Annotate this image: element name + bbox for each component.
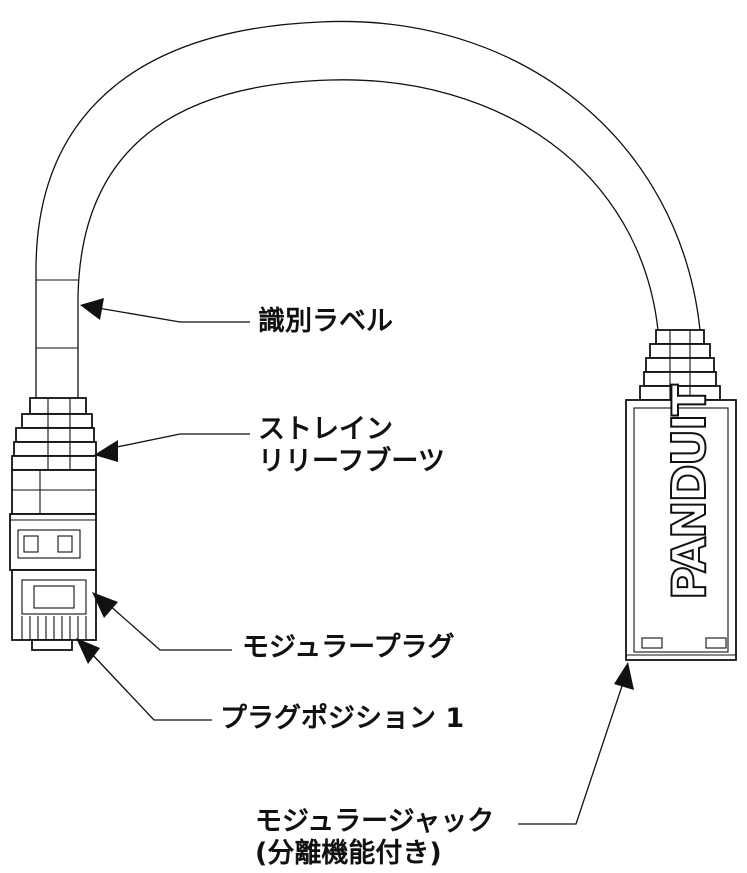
label-modular-plug: モジュラープラグ (242, 632, 455, 663)
plug-contacts (21, 616, 87, 640)
leader-modular-jack (518, 662, 634, 825)
leader-modular-plug (92, 592, 232, 651)
left-modular-plug (9, 513, 97, 651)
panduit-logo: PANDUIT (661, 383, 717, 601)
label-strain-relief-1: ストレイン (258, 414, 393, 445)
label-modular-jack-1: モジュラージャック (255, 806, 495, 837)
label-modular-jack-2: (分離機能付き) (255, 838, 442, 869)
leader-plug-position (76, 638, 212, 721)
left-strain-relief-boot (11, 397, 97, 515)
svg-text:PANDUIT: PANDUIT (662, 384, 716, 600)
right-strain-relief-boot (639, 329, 721, 401)
leader-id-label (80, 298, 250, 323)
label-strain-relief-2: リリーフブーツ (258, 446, 445, 477)
cable (35, 20, 701, 398)
label-identification: 識別ラベル (258, 306, 393, 337)
right-modular-jack (625, 399, 737, 661)
label-plug-position: プラグポジション 1 (220, 703, 465, 734)
leader-strain-relief (94, 433, 250, 462)
